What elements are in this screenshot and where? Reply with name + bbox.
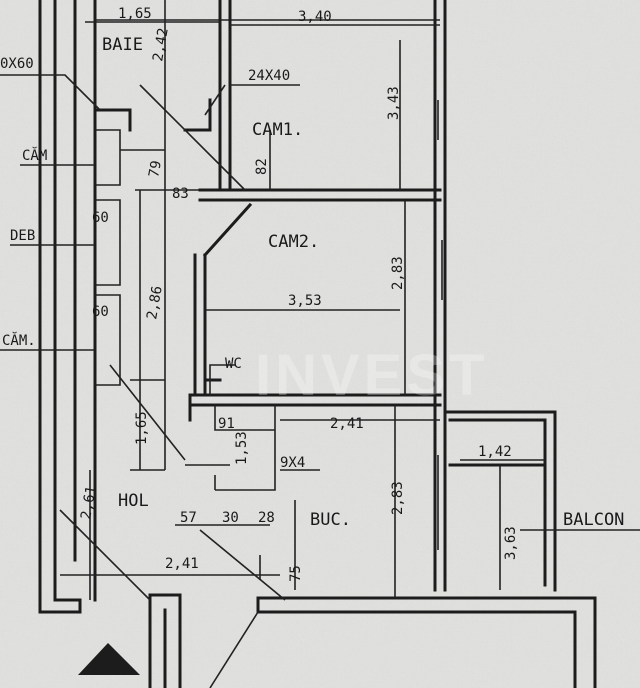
room-label-hol: HOL xyxy=(118,491,149,511)
dim-label: 60 xyxy=(92,304,109,320)
dim-label: 79 xyxy=(146,159,165,178)
dim-label: 82 xyxy=(254,158,270,175)
room-label-cam1: CAM1. xyxy=(252,120,303,140)
dim-label: 2,86 xyxy=(144,285,166,321)
dim-label: 3,63 xyxy=(503,526,519,560)
dim-label: 1,53 xyxy=(234,431,250,465)
dim-label: 2,83 xyxy=(390,256,406,290)
dim-label: 60 xyxy=(92,210,109,226)
dimension-lines xyxy=(0,21,640,600)
dim-label: 91 xyxy=(218,416,235,432)
room-label-buc: BUC. xyxy=(310,510,351,530)
dim-label: 30 xyxy=(222,510,239,526)
dim-label: 2,41 xyxy=(330,416,364,432)
room-label-camara-2: CĂM. xyxy=(2,331,36,349)
dim-label: 24X40 xyxy=(248,68,290,84)
dim-label: 3,40 xyxy=(298,9,332,25)
dim-label: 1,65 xyxy=(134,411,150,445)
dim-label: 2,61 xyxy=(78,485,100,521)
dim-label: 2,41 xyxy=(165,556,199,572)
dim-label: 2,42 xyxy=(150,27,172,63)
dim-label: 1,42 xyxy=(478,444,512,460)
room-label-balcon: BALCON xyxy=(563,510,624,530)
room-label-cam2: CAM2. xyxy=(268,232,319,252)
room-label-debara: DEB. xyxy=(10,228,44,244)
dim-label: 2,83 xyxy=(390,481,406,515)
dim-label: 57 xyxy=(180,510,197,526)
dim-label: 3,53 xyxy=(288,293,322,309)
walls xyxy=(38,0,597,688)
room-label-camara-1: CĂM xyxy=(22,146,47,164)
dim-label: 9X4 xyxy=(280,455,305,471)
room-labels: BAIE CAM1. CAM2. HOL BUC. BALCON CĂM DEB… xyxy=(2,35,624,530)
dim-label: 0X60 xyxy=(0,56,34,72)
watermark: INVEST xyxy=(255,343,489,408)
dimension-labels: 1,65 3,40 2,42 0X60 24X40 3,43 82 83 79 … xyxy=(0,6,519,582)
dim-label: 83 xyxy=(172,186,189,202)
dim-label: 75 xyxy=(288,565,304,582)
dim-label: 1,65 xyxy=(118,6,152,22)
dim-label: 28 xyxy=(258,510,275,526)
room-label-wc: WC xyxy=(225,356,242,372)
north-arrow-icon xyxy=(78,643,140,675)
room-label-baie: BAIE xyxy=(102,35,143,55)
dim-label: 3,43 xyxy=(386,86,402,120)
